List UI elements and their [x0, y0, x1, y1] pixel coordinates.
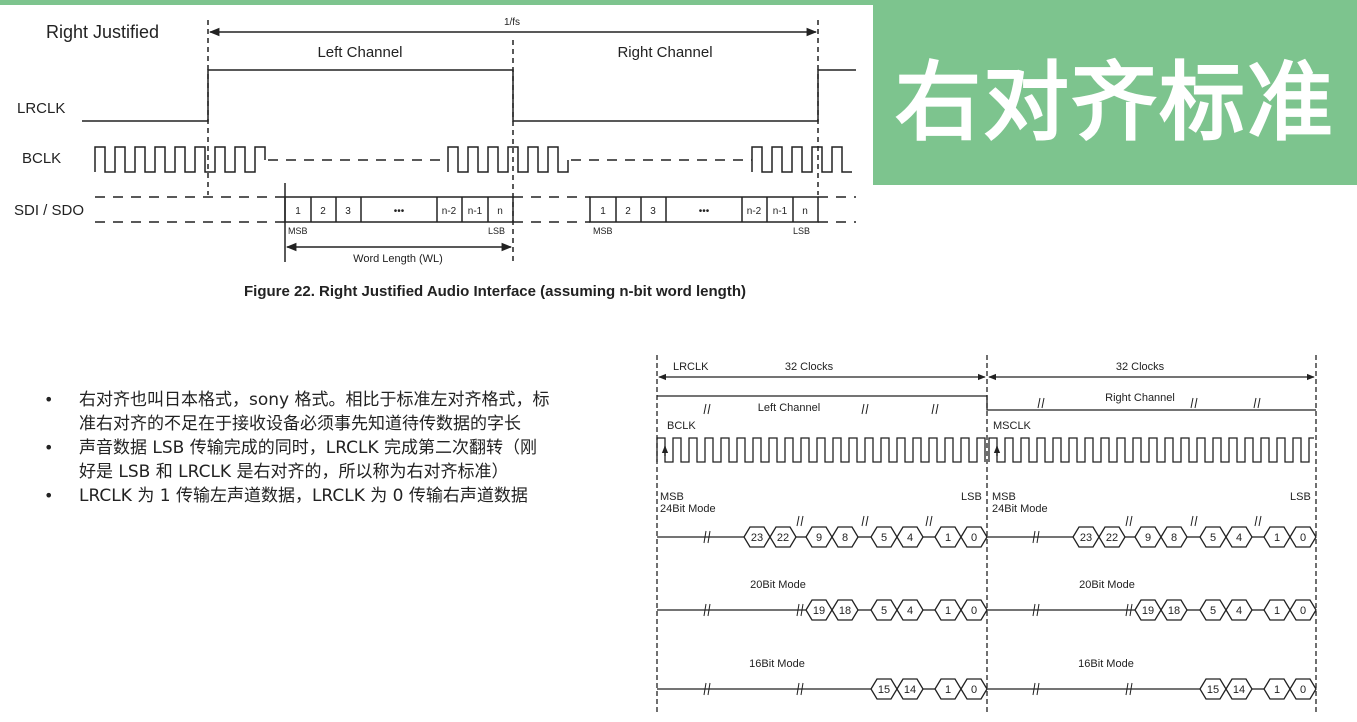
bit-label: 1 — [945, 532, 951, 544]
right-channel-label: Right Channel — [617, 44, 712, 61]
fig1-heading: Right Justified — [46, 22, 159, 42]
bit-label: 1 — [1274, 532, 1280, 544]
bit-label: 4 — [907, 605, 913, 617]
slot-3: 3 — [345, 206, 351, 217]
bit-label: 23 — [751, 532, 763, 544]
bit-label: 14 — [904, 684, 916, 696]
mode16-left-label: 16Bit Mode — [749, 658, 805, 670]
bit-label: 0 — [971, 605, 977, 617]
bit-label: 18 — [839, 605, 851, 617]
clocks-right-label: 32 Clocks — [1116, 361, 1165, 373]
bullet-item: 右对齐也叫日本格式，sony 格式。相比于标准左对齐格式，标准右对齐的不足在于接… — [40, 388, 550, 436]
signal-bclk: BCLK — [22, 150, 61, 167]
bit-label: 22 — [1106, 532, 1118, 544]
slot-n: n — [802, 206, 808, 217]
bit-label: 0 — [971, 684, 977, 696]
slide-title-box: 右对齐标准 — [873, 4, 1357, 185]
top-banner — [0, 0, 1357, 5]
lsb-label: LSB — [793, 226, 810, 236]
fig2-msb-left: MSB — [660, 491, 684, 503]
mode20-right-label: 20Bit Mode — [1079, 579, 1135, 591]
bit-label: 8 — [1171, 532, 1177, 544]
slide-title: 右对齐标准 — [895, 53, 1335, 153]
slot-2: 2 — [625, 206, 631, 217]
bit-label: 5 — [1210, 532, 1216, 544]
bit-label: 23 — [1080, 532, 1092, 544]
fig2-msclk-label: MSCLK — [993, 420, 1032, 432]
clocks-left-label: 32 Clocks — [785, 361, 834, 373]
bit-label: 14 — [1233, 684, 1245, 696]
slot-n-1: n-1 — [468, 206, 483, 217]
msb-label: MSB — [288, 226, 308, 236]
msb-label: MSB — [593, 226, 613, 236]
mode24-right-label: 24Bit Mode — [992, 503, 1048, 515]
signal-lrclk: LRCLK — [17, 100, 65, 117]
slot-ellipsis: ••• — [699, 206, 710, 217]
bit-label: 19 — [813, 605, 825, 617]
bit-label: 18 — [1168, 605, 1180, 617]
mode20-left-label: 20Bit Mode — [750, 579, 806, 591]
bit-label: 8 — [842, 532, 848, 544]
bit-label: 15 — [878, 684, 890, 696]
bit-label: 4 — [1236, 532, 1242, 544]
fig2-bclk-label: BCLK — [667, 420, 696, 432]
bit-label: 0 — [1300, 605, 1306, 617]
fig2-left-channel-label: Left Channel — [758, 402, 820, 414]
bit-label: 1 — [1274, 605, 1280, 617]
period-label: 1/fs — [504, 17, 520, 28]
bit-label: 4 — [907, 532, 913, 544]
bit-label: 5 — [881, 532, 887, 544]
bit-label: 22 — [777, 532, 789, 544]
bit-label: 4 — [1236, 605, 1242, 617]
right-justified-timing-diagram: Right Justified 1/fs Left Channel Right … — [14, 17, 856, 265]
lsb-label: LSB — [488, 226, 505, 236]
fig2-lrclk-label: LRCLK — [673, 361, 709, 373]
bit-label: 5 — [881, 605, 887, 617]
bit-label: 15 — [1207, 684, 1219, 696]
bit-label: 19 — [1142, 605, 1154, 617]
bit-label: 1 — [1274, 684, 1280, 696]
bit-label: 1 — [945, 605, 951, 617]
fig2-lsb-left: LSB — [961, 491, 982, 503]
bullet-item: LRCLK 为 1 传输左声道数据，LRCLK 为 0 传输右声道数据 — [40, 484, 550, 508]
mode16-right-label: 16Bit Mode — [1078, 658, 1134, 670]
slot-2: 2 — [320, 206, 326, 217]
bit-label: 5 — [1210, 605, 1216, 617]
slot-ellipsis: ••• — [394, 206, 405, 217]
bit-mode-timing-diagram: LRCLK 32 Clocks 32 Clocks Left Channel R… — [656, 355, 1317, 712]
word-length-label: Word Length (WL) — [353, 253, 443, 265]
bit-label: 0 — [1300, 684, 1306, 696]
bullet-list: 右对齐也叫日本格式，sony 格式。相比于标准左对齐格式，标准右对齐的不足在于接… — [40, 388, 550, 508]
slot-1: 1 — [295, 206, 301, 217]
bit-label: 9 — [1145, 532, 1151, 544]
fig2-lsb-right: LSB — [1290, 491, 1311, 503]
slot-n-1: n-1 — [773, 206, 788, 217]
signal-sdi-sdo: SDI / SDO — [14, 202, 84, 219]
fig2-right-channel-label: Right Channel — [1105, 392, 1175, 404]
mode24-left-label: 24Bit Mode — [660, 503, 716, 515]
bullet-item: 声音数据 LSB 传输完成的同时，LRCLK 完成第二次翻转（刚好是 LSB 和… — [40, 436, 550, 484]
slot-n: n — [497, 206, 503, 217]
fig2-msb-right: MSB — [992, 491, 1016, 503]
slot-n-2: n-2 — [442, 206, 457, 217]
slot-3: 3 — [650, 206, 656, 217]
left-channel-label: Left Channel — [317, 44, 402, 61]
slot-n-2: n-2 — [747, 206, 762, 217]
slot-1: 1 — [600, 206, 606, 217]
bit-label: 0 — [1300, 532, 1306, 544]
bit-label: 1 — [945, 684, 951, 696]
bit-label: 0 — [971, 532, 977, 544]
figure-caption: Figure 22. Right Justified Audio Interfa… — [244, 283, 746, 300]
bit-label: 9 — [816, 532, 822, 544]
